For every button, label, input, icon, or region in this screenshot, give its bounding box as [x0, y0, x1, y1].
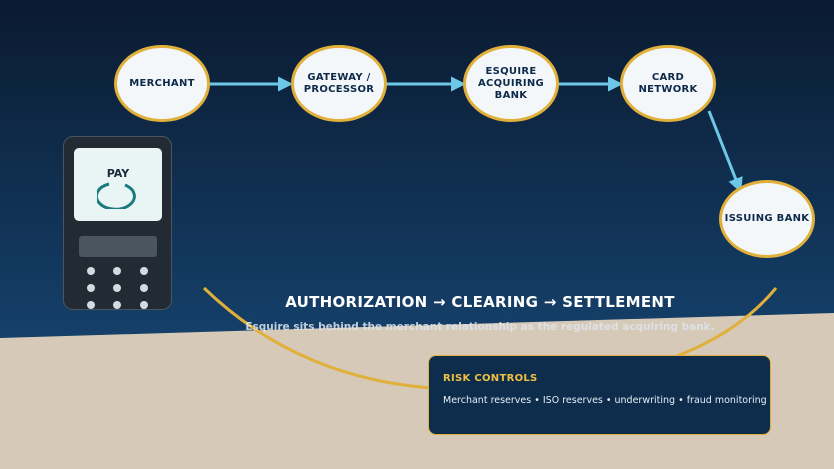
keypad-key — [140, 301, 148, 309]
keypad-key — [113, 301, 121, 309]
keypad-key — [140, 284, 148, 292]
keypad-key — [140, 267, 148, 275]
node-merchant: MERCHANT — [114, 45, 210, 122]
risk-controls-body: Merchant reserves • ISO reserves • under… — [443, 395, 770, 406]
arrow-network-issuing — [707, 110, 743, 193]
node-acquiring-label: ESQUIRE ACQUIRING BANK — [477, 65, 545, 101]
node-card-network: CARD NETWORK — [620, 45, 716, 122]
node-issuing-label: ISSUING BANK — [724, 213, 810, 224]
risk-controls-panel: RISK CONTROLS Merchant reserves • ISO re… — [428, 355, 771, 435]
node-network-label: CARD NETWORK — [638, 71, 698, 95]
contactless-ring-icon — [97, 182, 136, 209]
node-acquiring-bank: ESQUIRE ACQUIRING BANK — [463, 45, 559, 122]
keypad-key — [113, 284, 121, 292]
node-merchant-label: MERCHANT — [129, 77, 195, 89]
flow-subtitle: Esquire sits behind the merchant relatio… — [245, 321, 715, 333]
terminal-display-strip — [79, 236, 157, 257]
payment-terminal: PAY — [63, 136, 172, 310]
flow-title: AUTHORIZATION → CLEARING → SETTLEMENT — [285, 293, 675, 311]
keypad-key — [87, 267, 95, 275]
keypad-key — [113, 267, 121, 275]
terminal-pay-label: PAY — [106, 167, 130, 180]
node-issuing-bank: ISSUING BANK — [719, 180, 815, 258]
terminal-screen: PAY — [74, 148, 162, 221]
node-gateway: GATEWAY / PROCESSOR — [291, 45, 387, 122]
risk-controls-title: RISK CONTROLS — [443, 373, 538, 384]
keypad-key — [87, 284, 95, 292]
keypad-key — [87, 301, 95, 309]
node-gateway-label: GATEWAY / PROCESSOR — [303, 71, 375, 95]
